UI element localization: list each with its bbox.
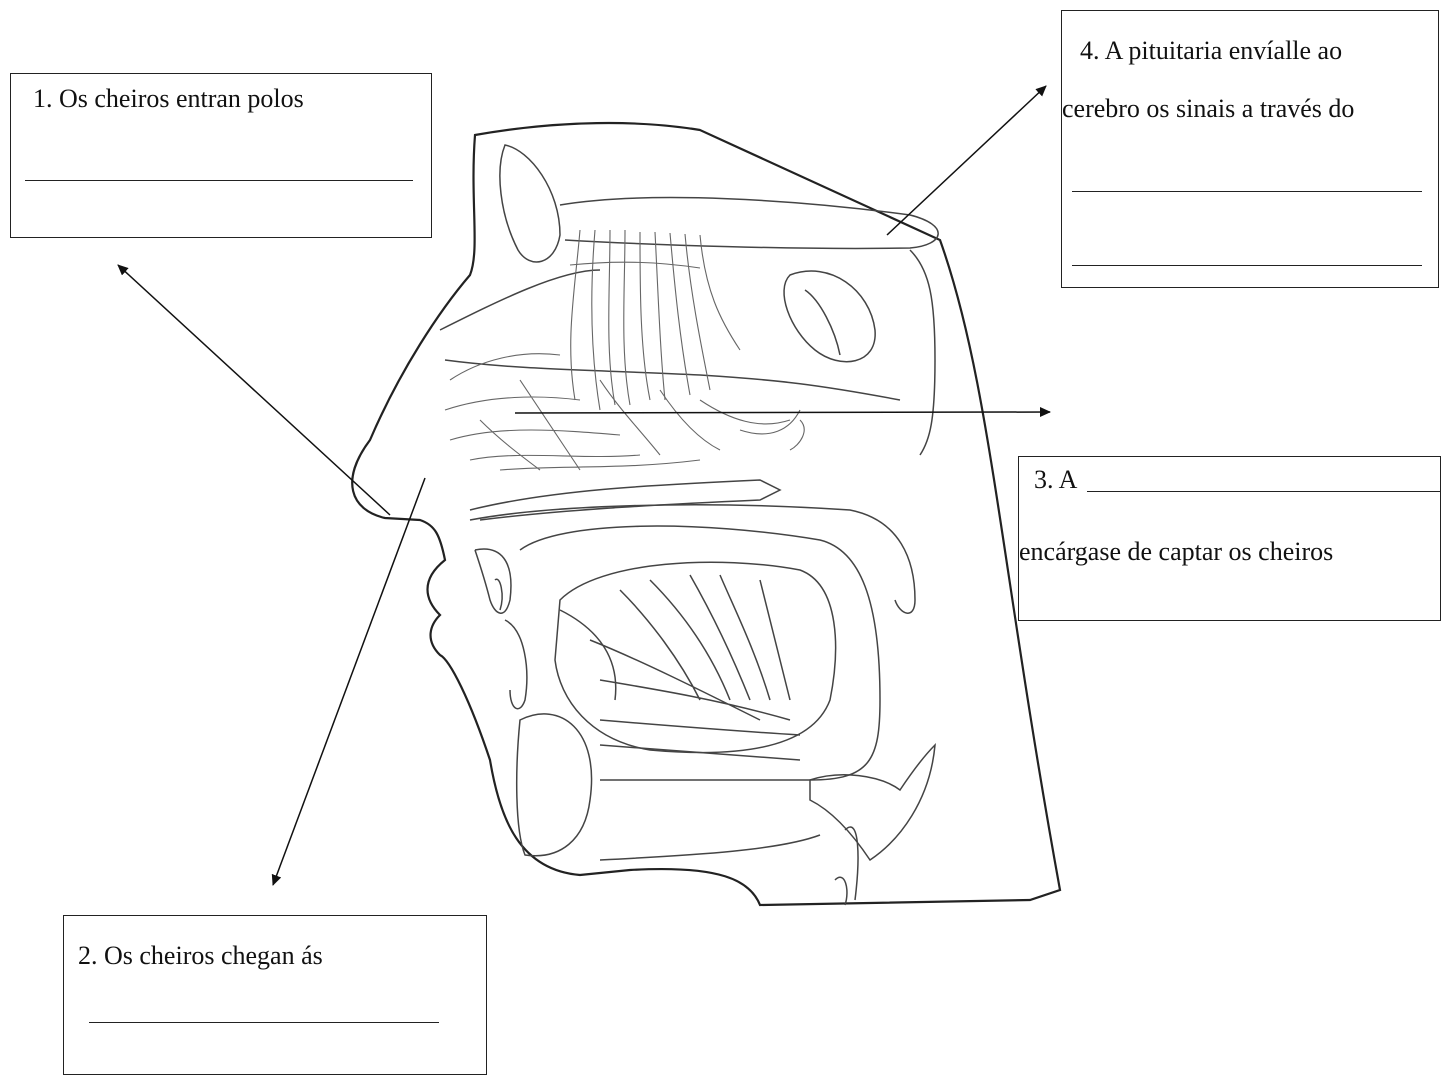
box4-answer-blank-1[interactable] (1072, 191, 1422, 192)
box3-text: encárgase de captar os cheiros (1019, 537, 1333, 567)
label-box-1: 1. Os cheiros entran polos (10, 73, 432, 238)
arrow-to-box4 (887, 86, 1046, 235)
box4-text-line2: cerebro os sinais a través do (1062, 94, 1354, 124)
box4-answer-blank-2[interactable] (1072, 265, 1422, 266)
olfactory-nerves (445, 230, 804, 470)
label-box-2: 2. Os cheiros chegan ás (63, 915, 487, 1075)
box3-prefix: 3. A (1034, 465, 1077, 495)
label-box-4: 4. A pituitaria envíalle ao cerebro os s… (1061, 10, 1439, 288)
arrow-to-box2 (273, 478, 425, 885)
arrow-to-box1 (118, 265, 390, 515)
internal-structures (440, 145, 938, 905)
box1-text: 1. Os cheiros entran polos (33, 84, 304, 114)
box2-text: 2. Os cheiros chegan ás (78, 941, 323, 971)
head-section-outline (352, 123, 1060, 905)
box2-answer-blank[interactable] (89, 1022, 439, 1023)
box4-text-line1: 4. A pituitaria envíalle ao (1080, 36, 1342, 66)
box3-answer-blank[interactable] (1087, 491, 1440, 492)
arrow-to-box3 (515, 412, 1050, 413)
label-box-3: 3. A encárgase de captar os cheiros (1018, 456, 1441, 621)
box1-answer-blank[interactable] (25, 180, 413, 181)
